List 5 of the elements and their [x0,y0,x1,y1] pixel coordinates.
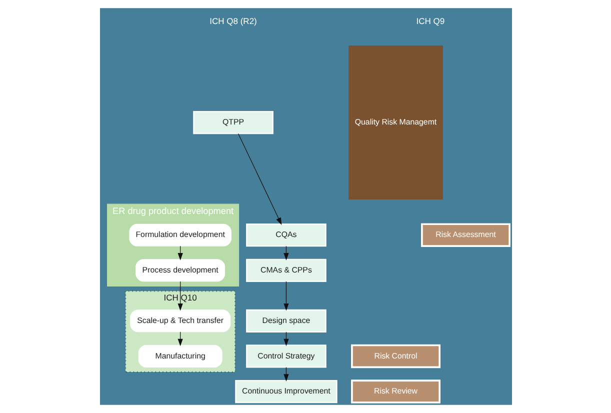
label: ICH Q9 [416,16,444,26]
label: ICH Q8 (R2) [209,16,256,26]
arrow [177,281,182,311]
arrow [283,281,288,311]
arrow [237,133,282,225]
